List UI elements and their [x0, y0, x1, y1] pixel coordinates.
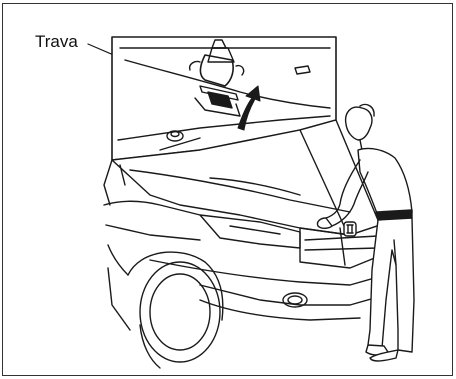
front-wheel — [140, 262, 220, 368]
